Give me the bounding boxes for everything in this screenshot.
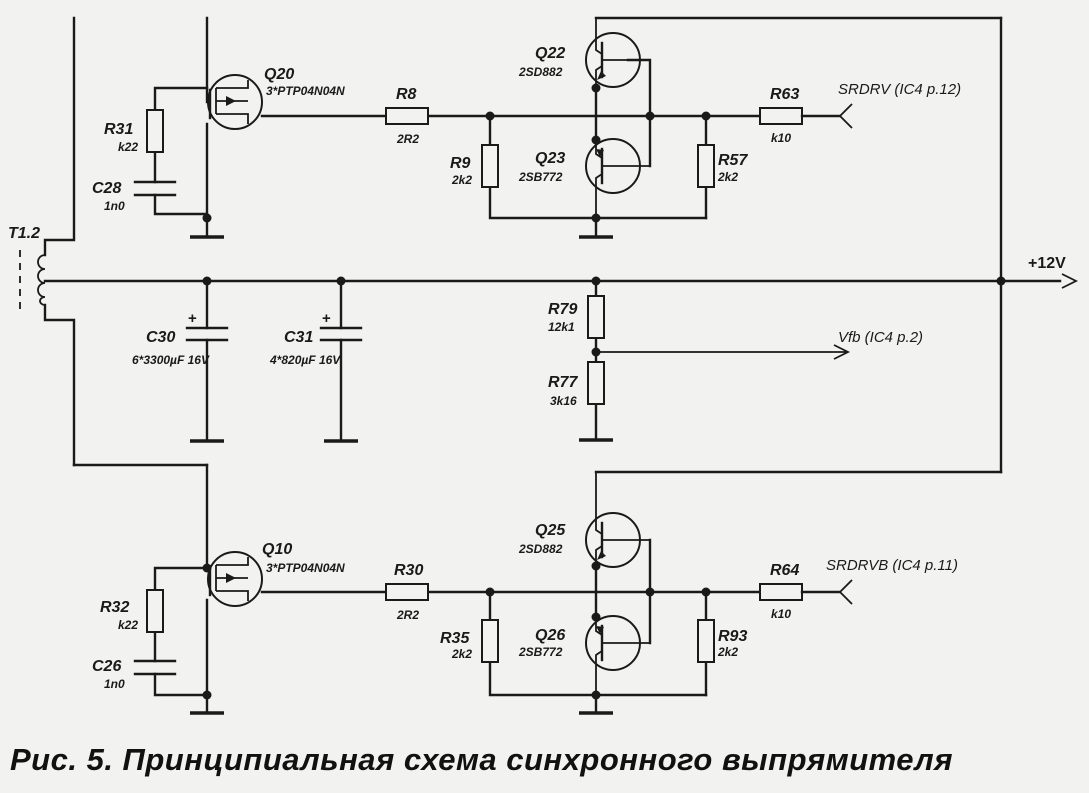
rail-12v: +12V [202, 16, 1079, 474]
c30-value: 6*3300µF 16V [132, 353, 210, 367]
resistor-r35: R35 2k2 [440, 590, 708, 697]
top-channel: Q20 3*PTP04N04N R31 k22 C28 1n0 R8 2R2 R… [92, 16, 1003, 239]
resistor-r63: R63 k10 SRDRV (IC4 p.12) [759, 81, 961, 145]
transistor-q23: Q23 2SB772 [518, 114, 650, 239]
r30-value: 2R2 [396, 608, 419, 622]
mosfet-q20: Q20 3*PTP04N04N R31 k22 C28 1n0 [92, 16, 345, 239]
rail-label: +12V [1028, 255, 1066, 272]
r93-ref: R93 [718, 628, 747, 645]
r63-ref: R63 [770, 86, 799, 103]
c31-ref: C31 [284, 329, 313, 346]
r9-value: 2k2 [451, 173, 472, 187]
divider-r79-r77: R79 12k1 R77 3k16 Vfb (IC4 p.2) [548, 279, 923, 442]
r32-ref: R32 [100, 599, 129, 616]
q23-part: 2SB772 [518, 170, 563, 184]
q10-ref: Q10 [262, 541, 292, 558]
q20-part: 3*PTP04N04N [266, 84, 345, 98]
resistor-r57: R57 2k2 [648, 111, 762, 220]
t1-2-ref: T1.2 [8, 225, 40, 242]
c30-ref: C30 [146, 329, 175, 346]
q25-ref: Q25 [535, 522, 566, 539]
r9-ref: R9 [450, 155, 471, 172]
srdrvb-signal: SRDRVB (IC4 p.11) [826, 557, 958, 574]
figure-caption: Рис. 5. Принципиальная схема синхронного… [10, 742, 953, 777]
transistor-q25: Q25 2SD882 [518, 472, 650, 594]
r31-value: k22 [118, 140, 138, 154]
r30-ref: R30 [394, 562, 423, 579]
svg-text:+: + [322, 310, 331, 327]
q10-part: 3*PTP04N04N [266, 561, 345, 575]
c28-value: 1n0 [104, 199, 125, 213]
r35-value: 2k2 [451, 647, 472, 661]
r79-ref: R79 [548, 301, 577, 318]
q26-part: 2SB772 [518, 645, 563, 659]
resistor-r8: R8 2R2 [260, 86, 652, 146]
c26-ref: C26 [92, 658, 121, 675]
r57-value: 2k2 [717, 170, 738, 184]
c26-value: 1n0 [104, 677, 125, 691]
r63-value: k10 [771, 131, 791, 145]
r64-value: k10 [771, 607, 791, 621]
q25-part: 2SD882 [518, 542, 563, 556]
c28-ref: C28 [92, 180, 121, 197]
resistor-r64: R64 k10 SRDRVB (IC4 p.11) [759, 557, 958, 621]
r79-value: 12k1 [548, 320, 575, 334]
r8-ref: R8 [396, 86, 417, 103]
transistor-q26: Q26 2SB772 [518, 590, 650, 715]
capacitor-c31: + C31 4*820µF 16V [269, 279, 363, 443]
q22-ref: Q22 [535, 45, 565, 62]
transformer-t1-2: T1.2 [8, 16, 1062, 467]
svg-text:+: + [188, 310, 197, 327]
bottom-channel: Q10 3*PTP04N04N R32 k22 C26 1n0 R30 2R2 … [72, 463, 1003, 715]
r57-ref: R57 [718, 152, 748, 169]
resistor-r9: R9 2k2 [450, 114, 708, 220]
mosfet-q10: Q10 3*PTP04N04N R32 k22 C26 1n0 [92, 463, 345, 715]
r31-ref: R31 [104, 121, 133, 138]
r32-value: k22 [118, 618, 138, 632]
r64-ref: R64 [770, 562, 799, 579]
r77-ref: R77 [548, 374, 578, 391]
c31-value: 4*820µF 16V [269, 353, 341, 367]
r77-value: 3k16 [550, 394, 577, 408]
transistor-q22: Q22 2SD882 [518, 16, 1003, 118]
q23-ref: Q23 [535, 150, 565, 167]
r93-value: 2k2 [717, 645, 738, 659]
r8-value: 2R2 [396, 132, 419, 146]
srdrv-signal: SRDRV (IC4 p.12) [838, 81, 961, 98]
q22-part: 2SD882 [518, 65, 563, 79]
r35-ref: R35 [440, 630, 470, 647]
q20-ref: Q20 [264, 66, 294, 83]
vfb-signal: Vfb (IC4 p.2) [838, 329, 923, 346]
resistor-r93: R93 2k2 [648, 587, 762, 697]
capacitor-c30: + C30 6*3300µF 16V [132, 279, 229, 443]
q26-ref: Q26 [535, 627, 565, 644]
